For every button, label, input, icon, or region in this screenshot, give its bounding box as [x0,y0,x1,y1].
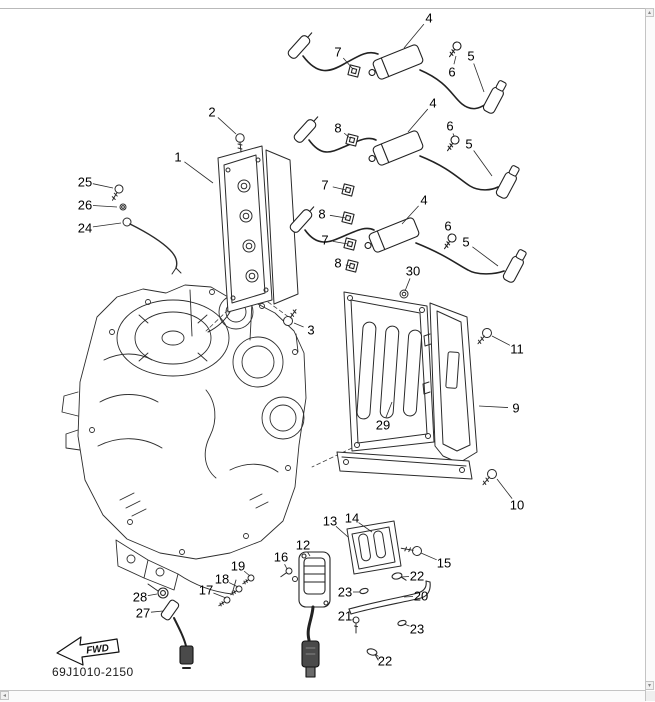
coil-bolt [444,134,460,153]
coil-bolt [446,40,462,59]
bracket-bolt [236,134,244,152]
scrollbar-corner [645,691,655,701]
horizontal-scrollbar[interactable]: ◂ [0,690,646,702]
ignition-coil-middle [293,114,522,200]
inner-cover-panel [344,290,434,451]
scroll-left-icon[interactable]: ◂ [0,691,9,700]
vertical-scrollbar[interactable]: ▴ ▾ [645,8,655,690]
ignition-coil-bottom [289,204,529,284]
scroll-down-icon[interactable]: ▾ [645,681,654,690]
fwd-arrow: FWD [57,637,119,665]
rectifier-unit [299,552,330,677]
coil-bolt [441,232,457,251]
viewport-top-border [0,8,655,9]
ignition-coil-top [287,30,509,115]
coil-bracket [347,521,401,574]
diagram-caption: 69J1010-2150 [52,665,134,679]
fwd-label: FWD [86,643,110,657]
sensor-lead [148,584,193,668]
breather-hose [349,571,430,659]
electrical-bracket [208,134,298,332]
engine-block [62,285,306,594]
scroll-up-icon[interactable]: ▴ [645,8,654,17]
ground-lead [109,184,181,274]
